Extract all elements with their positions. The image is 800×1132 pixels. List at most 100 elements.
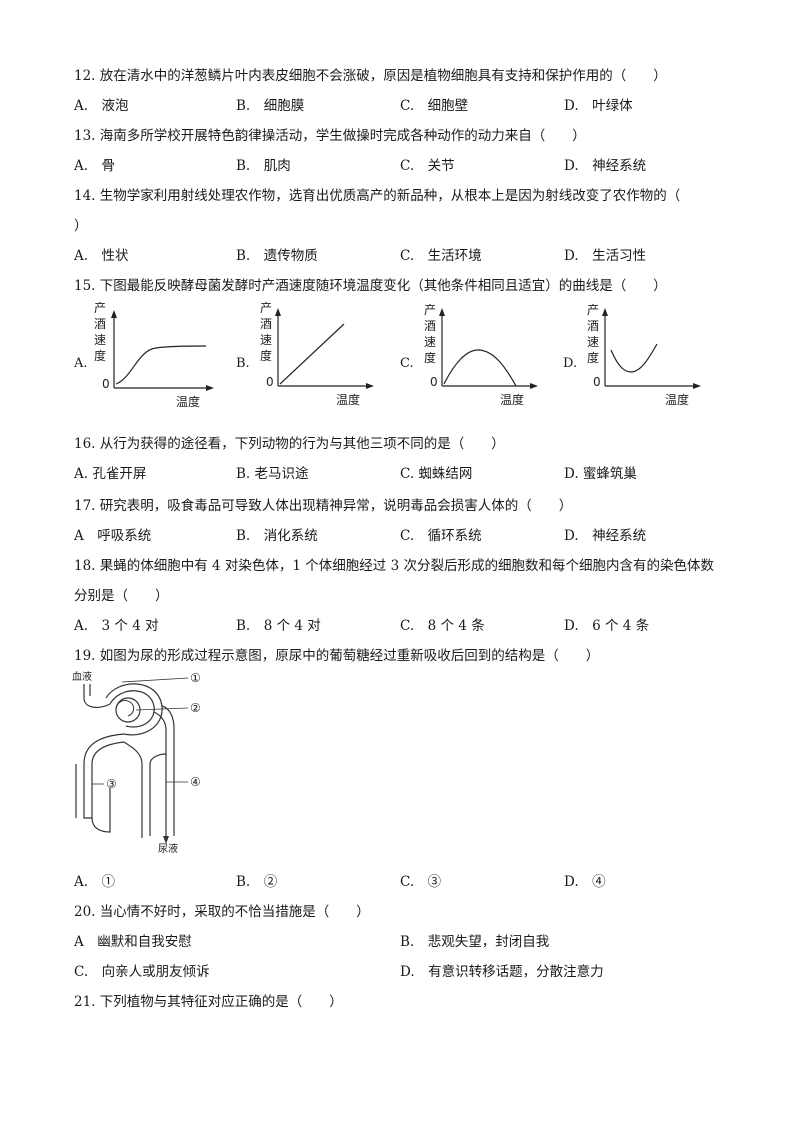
question-14-stem-cont: ） [74, 218, 88, 234]
question-18-options: A. 3 个 4 对 B. 8 个 4 对 C. 8 个 4 条 D. 6 个 … [74, 614, 714, 634]
question-12-stem: 12. 放在清水中的洋葱鳞片叶内表皮细胞不会涨破，原因是植物细胞具有支持和保护作… [74, 68, 667, 84]
option-c: C. 蜘蛛结网 [400, 466, 473, 482]
ylabel-char: 速 [94, 333, 106, 347]
origin-label: 0 [102, 377, 110, 391]
ylabel-char: 酒 [424, 319, 436, 333]
option-c: C. 关节 [400, 158, 455, 174]
ylabel-char: 速 [260, 333, 272, 347]
option-b: B. 8 个 4 对 [236, 618, 321, 634]
question-17-options: A 呼吸系统 B. 消化系统 C. 循环系统 D. 神经系统 [74, 524, 714, 544]
graph-d: 产 酒 速 度 0 温度 [587, 303, 701, 407]
option-b: B. 细胞膜 [236, 98, 305, 114]
marker-1: ① [190, 671, 201, 685]
option-b: B. 消化系统 [236, 528, 318, 544]
option-a: A 呼吸系统 [74, 528, 152, 544]
curve-valley [610, 343, 658, 373]
origin-label: 0 [430, 375, 438, 389]
graph-c: 产 酒 速 度 0 温度 [424, 303, 538, 407]
ylabel-char: 度 [260, 348, 272, 363]
graph-a-letter: A. [74, 356, 88, 371]
blood-label: 血液 [72, 670, 92, 683]
option-b: B. ② [236, 874, 278, 890]
question-16-options: A. 孔雀开屏 B. 老马识途 C. 蜘蛛结网 D. 蜜蜂筑巢 [74, 462, 714, 482]
ylabel-char: 酒 [94, 317, 106, 331]
graph-d-letter: D. [563, 356, 578, 371]
option-d: D. 叶绿体 [564, 98, 633, 114]
question-16-stem: 16. 从行为获得的途径看，下列动物的行为与其他三项不同的是（ ） [74, 436, 505, 452]
option-a: A. 液泡 [74, 98, 129, 114]
graph-b-ylabel: 产 酒 速 度 [260, 301, 272, 363]
question-13-options: A. 骨 B. 肌肉 C. 关节 D. 神经系统 [74, 154, 714, 174]
option-d: D. 生活习性 [564, 248, 647, 264]
option-d: D. ④ [564, 874, 606, 890]
urine-label: 尿液 [158, 842, 178, 854]
nephron-diagram: 血液 尿液 ① ② ③ ④ [72, 670, 201, 854]
marker-4: ④ [190, 775, 201, 789]
option-d: D. 蜜蜂筑巢 [564, 466, 637, 482]
ylabel-char: 度 [424, 350, 436, 365]
ylabel-char: 酒 [587, 319, 599, 333]
curve-linear [279, 323, 345, 385]
marker-3: ③ [106, 777, 117, 791]
ylabel-char: 产 [260, 301, 272, 315]
graph-d-ylabel: 产 酒 速 度 [587, 303, 599, 365]
curve-sigmoid [115, 345, 207, 385]
graph-c-ylabel: 产 酒 速 度 [424, 303, 436, 365]
option-c: C. 向亲人或朋友倾诉 [74, 964, 210, 980]
question-21-stem: 21. 下列植物与其特征对应正确的是（ ） [74, 994, 343, 1010]
option-a: A. 性状 [74, 248, 129, 264]
option-c: C. 细胞壁 [400, 98, 469, 114]
option-c: C. 循环系统 [400, 528, 482, 544]
ylabel-char: 度 [94, 348, 106, 363]
option-c: C. 生活环境 [400, 248, 482, 264]
option-a: A 幽默和自我安慰 [74, 934, 192, 950]
option-a: A. ① [74, 874, 116, 890]
origin-label: 0 [266, 375, 274, 389]
xlabel: 温度 [176, 394, 200, 409]
renal-tubule [83, 733, 125, 819]
ylabel-char: 产 [94, 301, 106, 315]
question-13-stem: 13. 海南多所学校开展特色韵律操活动，学生做操时完成各种动作的动力来自（ ） [74, 128, 586, 144]
question-12-options: A. 液泡 B. 细胞膜 C. 细胞壁 D. 叶绿体 [74, 94, 714, 114]
option-b: B. 肌肉 [236, 158, 291, 174]
question-19-options: A. ① B. ② C. ③ D. ④ [74, 870, 714, 890]
ylabel-char: 产 [424, 303, 436, 317]
question-20-options-row1: A 幽默和自我安慰 B. 悲观失望，封闭自我 [74, 930, 714, 950]
ylabel-char: 度 [587, 350, 599, 365]
question-20-options-row2: C. 向亲人或朋友倾诉 D. 有意识转移话题，分散注意力 [74, 960, 714, 980]
curve-peak [443, 349, 517, 387]
option-b: B. 遗传物质 [236, 248, 318, 264]
graph-c-letter: C. [400, 356, 414, 371]
option-d: D. 6 个 4 条 [564, 618, 650, 634]
option-b: B. 悲观失望，封闭自我 [400, 934, 550, 950]
option-a: A. 3 个 4 对 [74, 618, 159, 634]
question-18-stem: 18. 果蝇的体细胞中有 4 对染色体，1 个体细胞经过 3 次分裂后形成的细胞… [74, 558, 714, 574]
graph-a-ylabel: 产 酒 速 度 [94, 301, 106, 363]
renal-capsule [109, 690, 155, 728]
ylabel-char: 速 [424, 335, 436, 349]
question-19-stem: 19. 如图为尿的形成过程示意图，原尿中的葡萄糖经过重新吸收后回到的结构是（ ） [74, 648, 600, 664]
question-17-stem: 17. 研究表明，吸食毒品可导致人体出现精神异常，说明毒品会损害人体的（ ） [74, 498, 573, 514]
xlabel: 温度 [500, 392, 524, 407]
ylabel-char: 产 [587, 303, 599, 317]
origin-label: 0 [593, 375, 601, 389]
question-14-options: A. 性状 B. 遗传物质 C. 生活环境 D. 生活习性 [74, 244, 714, 264]
graph-a: 产 酒 速 度 0 温度 [94, 301, 214, 409]
option-c: C. 8 个 4 条 [400, 618, 485, 634]
option-d: D. 神经系统 [564, 528, 647, 544]
ylabel-char: 速 [587, 335, 599, 349]
graph-b: 产 酒 速 度 0 温度 [260, 301, 374, 407]
xlabel: 温度 [665, 392, 689, 407]
question-14-stem: 14. 生物学家利用射线处理农作物，选育出优质高产的新品种，从根本上是因为射线改… [74, 188, 681, 204]
question-20-stem: 20. 当心情不好时，采取的不恰当措施是（ ） [74, 904, 370, 920]
option-a: A. 孔雀开屏 [74, 466, 147, 482]
marker-2: ② [190, 701, 201, 715]
ylabel-char: 酒 [260, 317, 272, 331]
option-c: C. ③ [400, 874, 442, 890]
graph-b-letter: B. [236, 356, 250, 371]
xlabel: 温度 [336, 392, 360, 407]
option-d: D. 有意识转移话题，分散注意力 [400, 964, 604, 980]
option-a: A. 骨 [74, 158, 116, 174]
option-b: B. 老马识途 [236, 466, 309, 482]
option-d: D. 神经系统 [564, 158, 647, 174]
